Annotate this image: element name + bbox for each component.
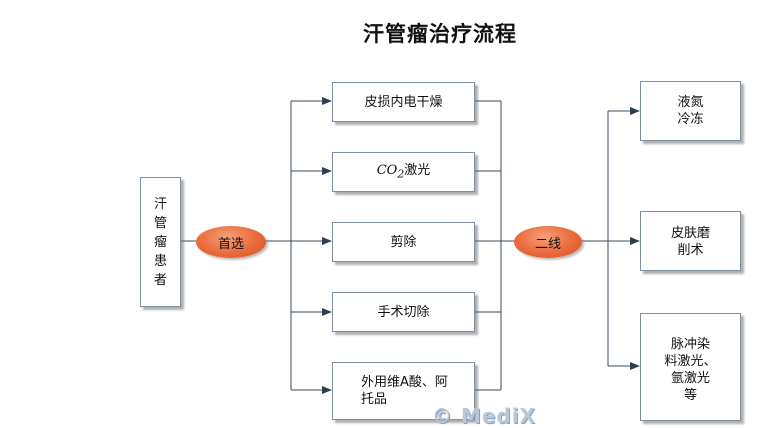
patient-char: 者: [153, 272, 167, 288]
patient-char: 汗: [153, 196, 167, 212]
option-label: 脉冲染 料激光、 氩激光 等: [641, 336, 740, 404]
diagram-title: 汗管瘤治疗流程: [363, 22, 517, 46]
option-label-line: 皮肤磨: [670, 226, 710, 241]
option-dermabrasion: 皮肤磨 削术: [640, 211, 741, 271]
option-pulsed-dye-laser: 脉冲染 料激光、 氩激光 等: [640, 313, 741, 421]
option-excision: 剪除: [332, 222, 475, 262]
option-label: 剪除: [390, 234, 417, 250]
option-label-line: 冷冻: [677, 112, 704, 127]
option-label-line: 等: [683, 388, 697, 403]
option-label-line: 氩激光: [670, 371, 710, 386]
co2-subscript: 2: [397, 167, 405, 181]
co2-text: CO: [376, 162, 398, 178]
option-label: CO2激光: [377, 162, 431, 183]
second-line-oval: 二线: [514, 226, 582, 258]
option-label-line: 外用维A酸、阿: [361, 375, 448, 390]
watermark: © MediX: [432, 404, 537, 428]
option-label-line: 料激光、: [664, 354, 717, 369]
patient-char: 患: [153, 253, 167, 269]
patient-char: 瘤: [153, 234, 167, 250]
option-label: 皮损内电干燥: [364, 94, 443, 110]
option-label: 皮肤磨 削术: [641, 225, 740, 259]
option-topical: 外用维A酸、阿 托品: [332, 362, 475, 420]
option-label-line: 脉冲染: [670, 337, 710, 352]
option-label-line: 液氮: [677, 95, 704, 110]
option-label-line: 削术: [677, 243, 704, 258]
patient-box: 汗 管 瘤 患 者: [140, 177, 181, 307]
patient-char: 管: [153, 215, 167, 231]
option-label: 外用维A酸、阿 托品: [361, 374, 448, 408]
option-electrodesiccation: 皮损内电干燥: [332, 82, 475, 122]
option-cryotherapy: 液氮 冷冻: [640, 81, 741, 141]
option-surgical-excision: 手术切除: [332, 292, 475, 332]
option-co2-laser: CO2激光: [332, 152, 475, 192]
option-label-line: 托品: [361, 392, 388, 407]
option-label: 手术切除: [377, 304, 430, 320]
laser-text: 激光: [404, 162, 431, 178]
option-label: 液氮 冷冻: [641, 94, 740, 128]
first-line-oval: 首选: [196, 226, 266, 258]
